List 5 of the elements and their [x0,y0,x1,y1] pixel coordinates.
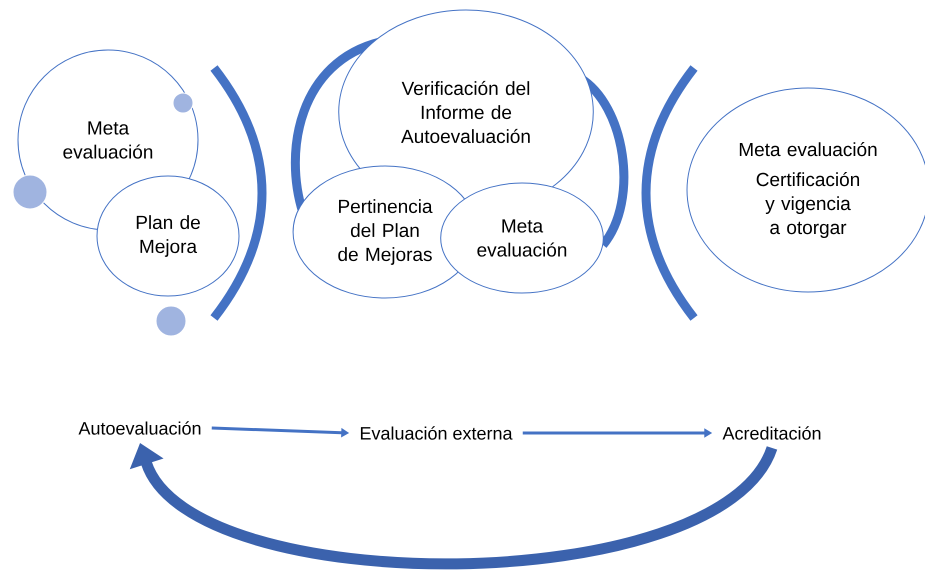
circle-node: Plan de Mejora [96,176,240,296]
stage-label: Evaluación externa [360,426,512,440]
stage-label: Autoevaluación [78,421,200,435]
stage-label: Acreditación [722,426,820,440]
circle-node: Meta evaluación [440,182,604,294]
